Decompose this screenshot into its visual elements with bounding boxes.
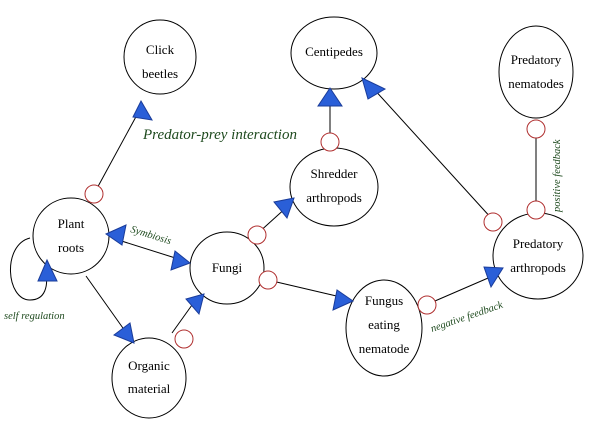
node-label-line: nematodes: [508, 76, 564, 91]
node-centipedes[interactable]: Centipedes: [290, 16, 378, 90]
node-label-line: Predatory: [511, 52, 562, 67]
arrow-head: [132, 99, 153, 121]
node-label-line: material: [128, 381, 171, 396]
node-fungus-eating-nematode[interactable]: Fungus eating nematode: [345, 279, 423, 377]
edge-fungi-nematode: [267, 279, 346, 299]
edge-plant-roots-click-beetles: [94, 112, 139, 193]
node-label-line: Shredder: [311, 166, 359, 181]
node-click-beetles[interactable]: Click beetles: [123, 19, 197, 95]
node-label-line: nematode: [359, 341, 410, 356]
circle-endpoint: [483, 212, 503, 232]
circle-endpoint: [174, 329, 194, 349]
circle-endpoint: [258, 270, 278, 290]
edge-self-regulation-loop: [10, 237, 48, 301]
circle-endpoint: [247, 225, 267, 245]
node-label-line: beetles: [142, 66, 178, 81]
label-self-regulation: self regulation: [4, 311, 65, 322]
circle-endpoint: [320, 132, 340, 152]
arrow-head: [273, 197, 295, 220]
node-label-line: arthropods: [306, 190, 362, 205]
node-label-line: Fungi: [212, 260, 243, 275]
arrow-head: [37, 258, 58, 282]
label-negative-feedback: negative feedback: [429, 300, 504, 335]
circle-endpoint: [417, 295, 437, 315]
node-fungi[interactable]: Fungi: [189, 231, 265, 305]
arrow-head: [112, 322, 135, 344]
arrow-head: [104, 224, 127, 246]
node-shredder-arthropods[interactable]: Shredder arthropods: [289, 147, 379, 227]
edge-predatory-arthropods-centipedes: [371, 86, 494, 221]
circle-endpoints: [84, 119, 546, 349]
arrow-head: [332, 289, 355, 311]
node-label-line: Plant: [58, 216, 85, 231]
node-label-line: eating: [368, 317, 400, 332]
node-predatory-arthropods[interactable]: Predatory arthropods: [492, 212, 584, 300]
label-symbiosis: Symbiosis: [129, 224, 172, 247]
edge-plant-roots-organic-material: [85, 275, 131, 339]
node-predatory-nematodes[interactable]: Predatory nematodes: [498, 25, 574, 119]
label-positive-feedback: positive feedback: [552, 139, 563, 213]
node-label-line: Predatory: [513, 236, 564, 251]
node-label-line: Fungus: [365, 293, 403, 308]
node-label-line: roots: [58, 240, 84, 255]
arrow-head: [185, 293, 205, 316]
node-label-line: Click: [146, 42, 175, 57]
node-label-line: arthropods: [510, 260, 566, 275]
circle-endpoint: [526, 119, 546, 139]
arrow-head: [170, 250, 192, 271]
node-label-line: Centipedes: [305, 44, 363, 59]
arrow-head: [317, 87, 343, 107]
arrow-head: [483, 266, 504, 289]
node-organic-material[interactable]: Organic material: [111, 337, 187, 419]
node-plant-roots[interactable]: Plant roots: [32, 197, 110, 275]
circle-endpoint: [84, 184, 104, 204]
node-label-line: Organic: [128, 358, 170, 373]
circle-endpoint: [526, 200, 546, 220]
arrow-heads: [37, 77, 504, 344]
arrow-head: [361, 77, 387, 100]
nodes: Click beetles Centipedes Predatory nemat…: [32, 16, 584, 419]
label-predator-prey: Predator-prey interaction: [142, 127, 297, 143]
